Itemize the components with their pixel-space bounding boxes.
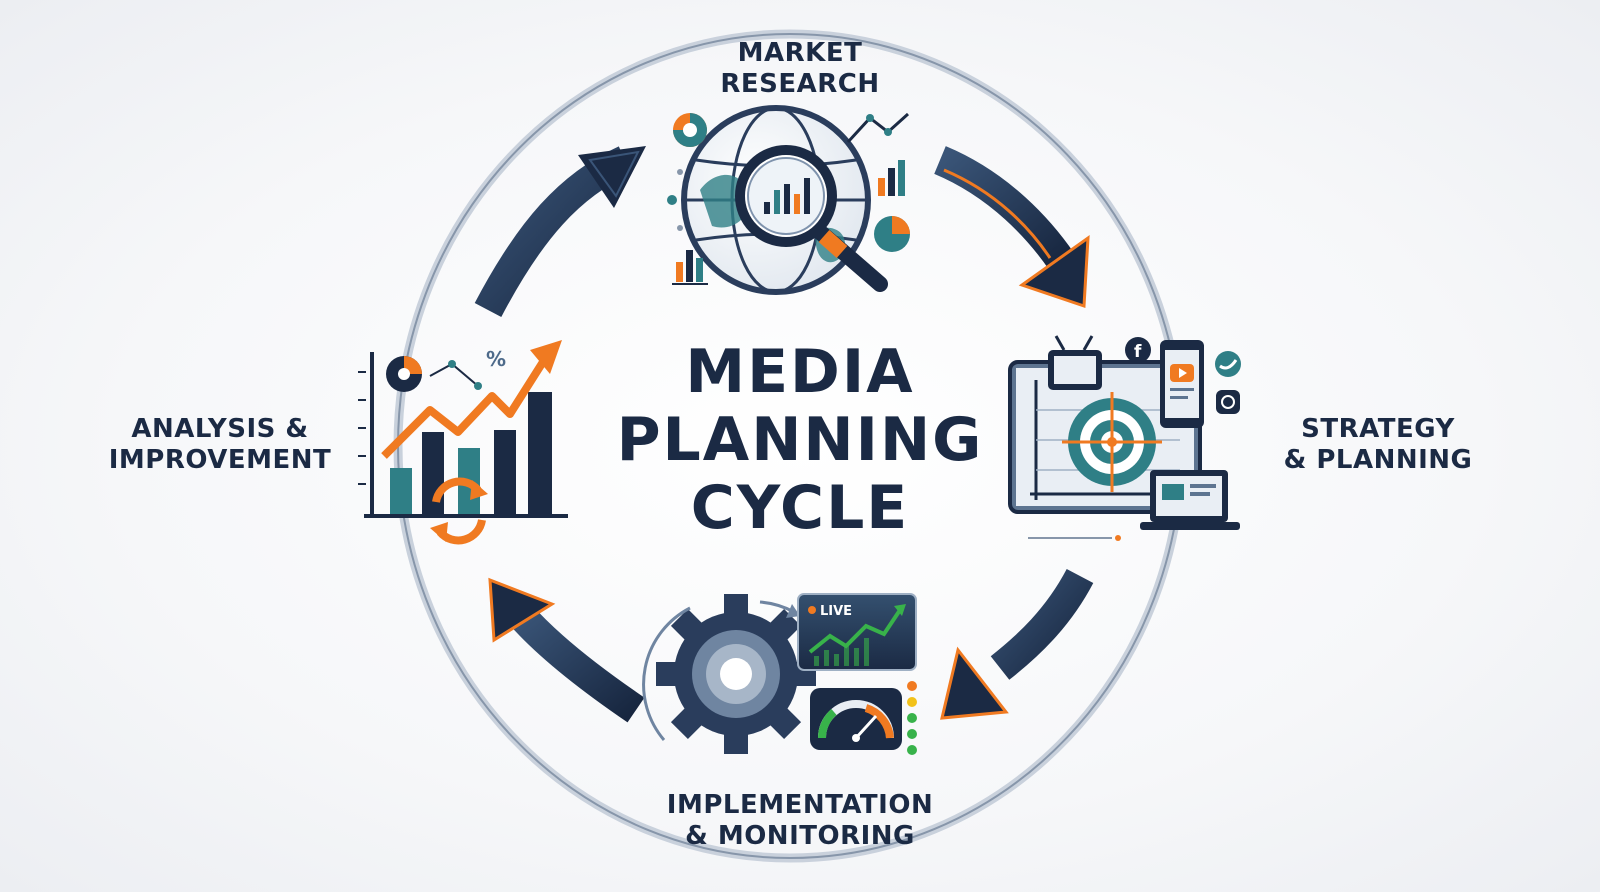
stage-label-line-2: & MONITORING: [685, 821, 915, 851]
globe-magnifier-icon: [667, 105, 910, 295]
arrow-implementation-to-analysis: [488, 577, 645, 723]
growth-chart-icon: %: [358, 340, 568, 545]
stage-label-line-2: IMPROVEMENT: [108, 445, 332, 475]
stage-label-line-1: ANALYSIS &: [131, 414, 309, 444]
title-line-2: PLANNING: [616, 405, 984, 475]
arrow-research-to-strategy: [933, 146, 1090, 309]
title-line-3: CYCLE: [690, 473, 910, 543]
stage-label-line-1: STRATEGY: [1301, 414, 1455, 444]
stage-label-line-1: MARKET: [737, 38, 863, 68]
target-blueprint-icon: f: [1008, 335, 1241, 541]
svg-text:f: f: [1134, 342, 1142, 362]
stage-label-strategy-planning: STRATEGY & PLANNING: [1268, 414, 1488, 476]
stage-label-line-2: RESEARCH: [720, 69, 880, 99]
gear-dashboard-icon: LIVE: [642, 593, 917, 755]
arrow-strategy-to-implementation: [940, 568, 1094, 720]
stage-label-analysis-improvement: ANALYSIS & IMPROVEMENT: [90, 414, 350, 476]
stage-label-line-1: IMPLEMENTATION: [666, 790, 934, 820]
arrow-analysis-to-research: [474, 146, 646, 317]
stage-label-line-2: & PLANNING: [1283, 445, 1473, 475]
title-line-1: MEDIA: [685, 337, 915, 407]
page-title: MEDIA PLANNING CYCLE: [560, 338, 1040, 542]
stage-label-market-research: MARKET RESEARCH: [640, 38, 960, 100]
live-badge-text: LIVE: [820, 604, 852, 619]
svg-text:%: %: [486, 347, 506, 371]
stage-label-implementation-monitoring: IMPLEMENTATION & MONITORING: [630, 790, 970, 852]
